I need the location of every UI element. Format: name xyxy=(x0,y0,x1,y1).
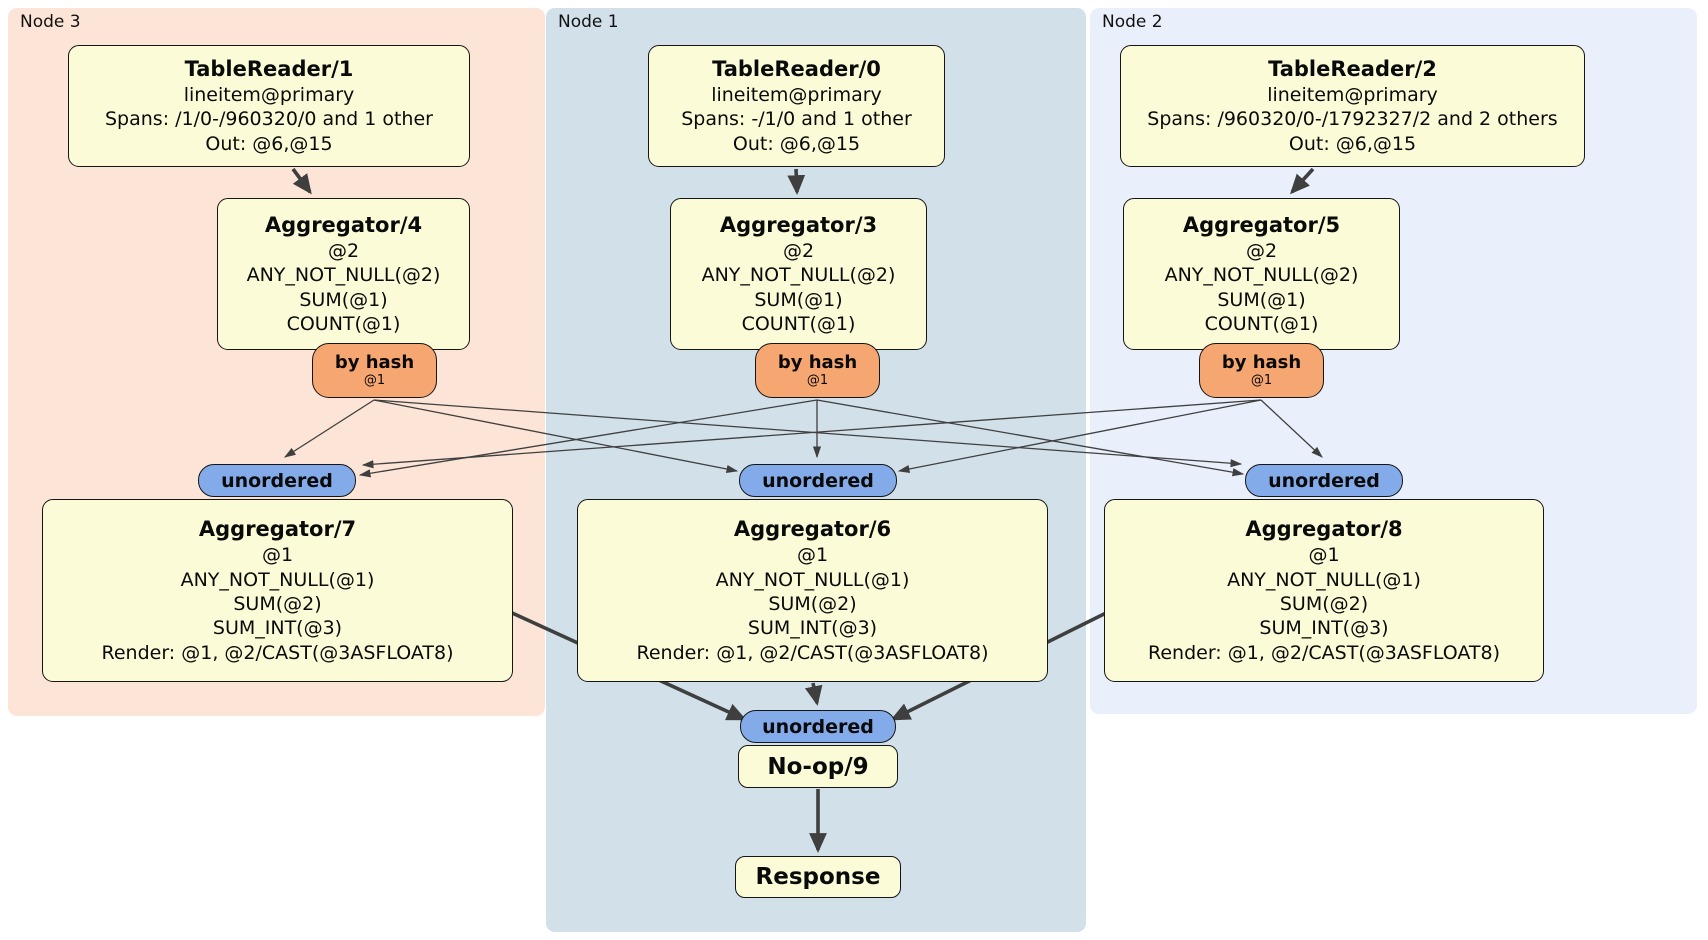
aggregator-7-fn1: ANY_NOT_NULL(@1) xyxy=(180,568,375,591)
aggregator-4-fn2: SUM(@1) xyxy=(299,288,388,311)
region-label-node-1: Node 1 xyxy=(558,12,619,32)
aggregator-6-group: @1 xyxy=(796,544,829,567)
aggregator-8-box: Aggregator/8 @1 ANY_NOT_NULL(@1) SUM(@2)… xyxy=(1104,499,1544,682)
aggregator-6-fn3: SUM_INT(@3) xyxy=(747,617,878,640)
aggregator-8-title: Aggregator/8 xyxy=(1245,517,1403,542)
unordered-left-label: unordered xyxy=(221,469,333,492)
by-hash-right-label: by hash xyxy=(1221,351,1302,373)
aggregator-7-fn3: SUM_INT(@3) xyxy=(212,617,343,640)
unordered-badge-bottom: unordered xyxy=(740,710,896,743)
aggregator-5-fn1: ANY_NOT_NULL(@2) xyxy=(1164,264,1359,287)
aggregator-5-fn2: SUM(@1) xyxy=(1217,288,1306,311)
by-hash-badge-mid: by hash @1 xyxy=(755,343,880,398)
aggregator-3-group: @2 xyxy=(782,240,815,263)
aggregator-8-fn1: ANY_NOT_NULL(@1) xyxy=(1227,568,1421,591)
aggregator-8-render: Render: @1, @2/CAST(@3ASFLOAT8) xyxy=(1148,641,1500,664)
aggregator-5-group: @2 xyxy=(1245,240,1278,263)
aggregator-3-fn1: ANY_NOT_NULL(@2) xyxy=(701,264,896,287)
unordered-badge-left: unordered xyxy=(198,464,356,497)
aggregator-7-box: Aggregator/7 @1 ANY_NOT_NULL(@1) SUM(@2)… xyxy=(42,499,513,682)
tablereader-0-title: TableReader/0 xyxy=(712,56,881,81)
unordered-bottom-label: unordered xyxy=(762,715,874,738)
aggregator-5-box: Aggregator/5 @2 ANY_NOT_NULL(@2) SUM(@1)… xyxy=(1123,198,1400,350)
aggregator-3-title: Aggregator/3 xyxy=(719,212,878,237)
aggregator-6-fn2: SUM(@2) xyxy=(768,592,857,615)
region-label-node-2: Node 2 xyxy=(1102,12,1163,32)
aggregator-7-title: Aggregator/7 xyxy=(198,517,357,542)
response-title: Response xyxy=(755,864,881,890)
region-label-node-3: Node 3 xyxy=(20,12,81,32)
aggregator-6-box: Aggregator/6 @1 ANY_NOT_NULL(@1) SUM(@2)… xyxy=(577,499,1048,682)
tablereader-1-out: Out: @6,@15 xyxy=(205,132,333,155)
tablereader-0-index: lineitem@primary xyxy=(711,84,882,107)
aggregator-5-title: Aggregator/5 xyxy=(1182,212,1341,237)
aggregator-4-fn3: COUNT(@1) xyxy=(286,312,401,335)
aggregator-4-group: @2 xyxy=(327,240,360,263)
unordered-right-label: unordered xyxy=(1268,469,1380,492)
by-hash-mid-key: @1 xyxy=(806,372,829,388)
aggregator-5-fn3: COUNT(@1) xyxy=(1204,312,1319,335)
aggregator-6-render: Render: @1, @2/CAST(@3ASFLOAT8) xyxy=(636,641,989,664)
unordered-badge-mid: unordered xyxy=(739,464,897,497)
tablereader-2-spans: Spans: /960320/0-/1792327/2 and 2 others xyxy=(1147,108,1558,131)
tablereader-2-title: TableReader/2 xyxy=(1268,56,1437,81)
by-hash-left-key: @1 xyxy=(363,372,386,388)
by-hash-left-label: by hash xyxy=(334,351,415,373)
by-hash-mid-label: by hash xyxy=(777,351,858,373)
aggregator-7-group: @1 xyxy=(261,544,294,567)
aggregator-7-render: Render: @1, @2/CAST(@3ASFLOAT8) xyxy=(101,641,454,664)
by-hash-badge-right: by hash @1 xyxy=(1199,343,1324,398)
tablereader-0-box: TableReader/0 lineitem@primary Spans: -/… xyxy=(648,45,945,167)
tablereader-0-spans: Spans: -/1/0 and 1 other xyxy=(681,108,912,131)
aggregator-3-box: Aggregator/3 @2 ANY_NOT_NULL(@2) SUM(@1)… xyxy=(670,198,927,350)
noop-9-box: No-op/9 xyxy=(738,745,898,788)
tablereader-2-out: Out: @6,@15 xyxy=(1288,132,1417,155)
tablereader-2-box: TableReader/2 lineitem@primary Spans: /9… xyxy=(1120,45,1585,167)
aggregator-4-fn1: ANY_NOT_NULL(@2) xyxy=(246,264,441,287)
tablereader-1-index: lineitem@primary xyxy=(183,84,355,107)
aggregator-3-fn2: SUM(@1) xyxy=(754,288,843,311)
aggregator-3-fn3: COUNT(@1) xyxy=(741,312,856,335)
tablereader-1-spans: Spans: /1/0-/960320/0 and 1 other xyxy=(105,108,433,131)
tablereader-1-title: TableReader/1 xyxy=(184,56,354,81)
tablereader-2-index: lineitem@primary xyxy=(1267,84,1438,107)
aggregator-4-box: Aggregator/4 @2 ANY_NOT_NULL(@2) SUM(@1)… xyxy=(217,198,470,350)
aggregator-6-fn1: ANY_NOT_NULL(@1) xyxy=(715,568,910,591)
tablereader-1-box: TableReader/1 lineitem@primary Spans: /1… xyxy=(68,45,470,167)
aggregator-8-fn2: SUM(@2) xyxy=(1279,592,1369,615)
aggregator-4-title: Aggregator/4 xyxy=(264,212,423,237)
unordered-mid-label: unordered xyxy=(762,469,874,492)
aggregator-8-group: @1 xyxy=(1308,544,1340,567)
unordered-badge-right: unordered xyxy=(1245,464,1403,497)
aggregator-8-fn3: SUM_INT(@3) xyxy=(1259,617,1389,640)
noop-9-title: No-op/9 xyxy=(767,753,869,780)
by-hash-right-key: @1 xyxy=(1250,372,1273,388)
response-box: Response xyxy=(735,856,901,898)
tablereader-0-out: Out: @6,@15 xyxy=(732,132,861,155)
aggregator-6-title: Aggregator/6 xyxy=(733,517,892,542)
by-hash-badge-left: by hash @1 xyxy=(312,343,437,398)
aggregator-7-fn2: SUM(@2) xyxy=(233,592,322,615)
